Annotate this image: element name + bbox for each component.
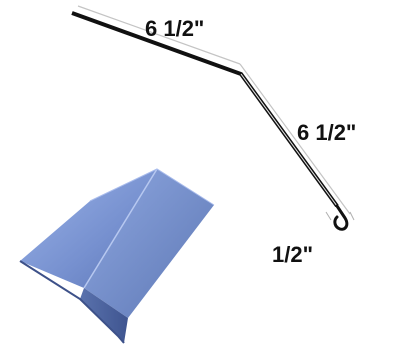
dimension-line-top: [77, 5, 241, 65]
hem-curl: [333, 204, 349, 231]
dimension-line-angled: [239, 63, 351, 215]
ridge-cap-end-face: [80, 288, 128, 343]
ridge-cap-hem-edge: [19, 260, 125, 344]
ridge-cap-top-edge: [89, 168, 215, 206]
dimension-label-top: 6 1/2": [145, 16, 204, 41]
dimension-label-angled: 6 1/2": [297, 120, 356, 145]
ridge-cap-3d: [19, 168, 215, 344]
hem-dimension-tick: [325, 211, 355, 221]
ridge-cap-left-face: [20, 169, 157, 288]
ridge-cap-ridge-edge: [83, 168, 158, 289]
profile-line: [71, 11, 339, 208]
dimension-label-hem: 1/2": [272, 242, 313, 267]
flashing-profile: [71, 5, 355, 231]
ridge-cap-right-face: [84, 169, 214, 318]
profile-inner-edge: [240, 73, 338, 207]
